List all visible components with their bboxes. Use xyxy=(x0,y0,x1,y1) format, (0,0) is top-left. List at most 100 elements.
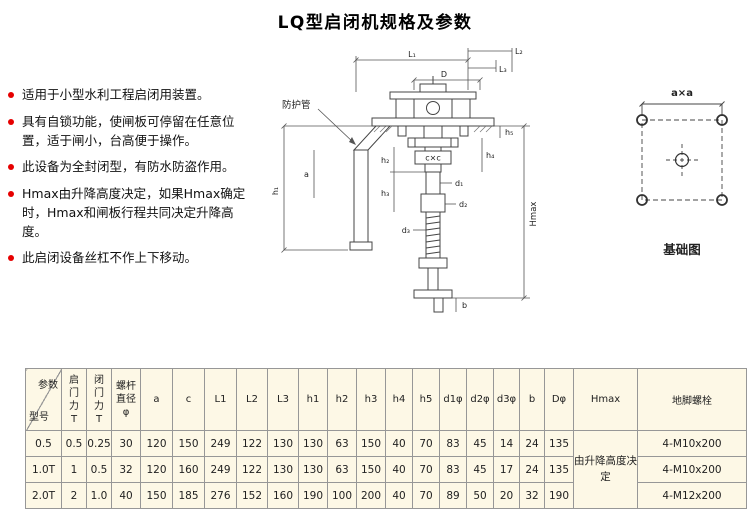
model-cell: 1.0T xyxy=(25,456,62,483)
table-cell: 190 xyxy=(298,482,328,509)
table-cell: 30 xyxy=(111,430,141,457)
column-header-label: h5 xyxy=(419,394,433,405)
table-cell: 1.0 xyxy=(86,482,112,509)
column-header-label: L1 xyxy=(214,394,227,405)
column-header: L2 xyxy=(236,368,268,431)
model-cell: 0.5 xyxy=(25,430,62,457)
column-header: h5 xyxy=(412,368,440,431)
dim-label-d2: d₂ xyxy=(459,200,467,209)
table-cell: 17 xyxy=(493,456,520,483)
anchor-cell: 4-M10x200 xyxy=(637,430,747,457)
column-header: a xyxy=(140,368,173,431)
table-cell: 160 xyxy=(172,456,205,483)
column-header-label: Hmax xyxy=(590,394,621,405)
table-cell: 249 xyxy=(204,430,237,457)
table-cell: 160 xyxy=(267,482,299,509)
column-header: L3 xyxy=(267,368,299,431)
hoist-technical-drawing: L₁ L₂ L₃ D 防护管 h₁ a h₂ h₃ h₄ h₅ c×c d₁ d… xyxy=(271,47,539,313)
column-header: h1 xyxy=(298,368,328,431)
table-cell: 32 xyxy=(111,456,141,483)
table-cell: 122 xyxy=(236,430,268,457)
column-header-label: d3φ xyxy=(496,394,517,405)
model-cell: 2.0T xyxy=(25,482,62,509)
dim-label-d3: d₃ xyxy=(402,226,410,235)
table-cell: 2 xyxy=(61,482,87,509)
foundation-diagram: a×a 基础图 xyxy=(636,88,728,257)
dim-label-h3: h₃ xyxy=(381,189,389,198)
table-cell: 0.5 xyxy=(61,430,87,457)
foundation-caption: 基础图 xyxy=(662,242,701,257)
bolt-pattern-label: c×c xyxy=(425,154,441,163)
column-header-label: L2 xyxy=(246,394,258,405)
table-cell: 70 xyxy=(412,482,440,509)
column-header: 启门力T xyxy=(61,368,87,431)
table-cell: 89 xyxy=(439,482,467,509)
feature-item: Hmax由升降高度决定，如果Hmax确定时，Hmax和闸板行程共同决定升降高度。 xyxy=(8,185,248,241)
table-cell: 190 xyxy=(544,482,574,509)
column-header-label: 闭门力T xyxy=(94,374,104,425)
table-cell: 120 xyxy=(140,430,173,457)
table-cell: 150 xyxy=(140,482,173,509)
column-header-label: 启门力T xyxy=(69,374,79,425)
table-cell: 150 xyxy=(356,456,386,483)
column-header: L1 xyxy=(204,368,237,431)
page-title: LQ型启闭机规格及参数 xyxy=(277,13,473,33)
table-cell: 40 xyxy=(385,430,413,457)
table-cell: 150 xyxy=(172,430,205,457)
table-cell: 130 xyxy=(267,430,299,457)
column-header: c xyxy=(172,368,205,431)
bullet-icon xyxy=(8,92,14,98)
table-cell: 45 xyxy=(466,430,494,457)
protective-pipe-label: 防护管 xyxy=(282,99,311,111)
table-cell: 50 xyxy=(466,482,494,509)
feature-text: 适用于小型水利工程启闭用装置。 xyxy=(22,87,210,102)
column-header: Hmax xyxy=(573,368,638,431)
table-cell: 130 xyxy=(298,456,328,483)
feature-item: 具有自锁功能，使闸板可停留在任意位置，适于闸小，台高便于操作。 xyxy=(8,113,248,151)
feature-text: 具有自锁功能，使闸板可停留在任意位置，适于闸小，台高便于操作。 xyxy=(22,113,235,148)
feature-text: 此启闭设备丝杠不作上下移动。 xyxy=(22,250,198,266)
column-header: 螺杆直径φ xyxy=(111,368,141,431)
column-header-label: h4 xyxy=(392,394,406,405)
dim-label-d1: d₁ xyxy=(455,179,463,188)
bullet-icon xyxy=(8,255,14,262)
bullet-icon xyxy=(8,118,14,125)
corner-cell: 参数 型号 xyxy=(25,368,62,431)
column-header-label: c xyxy=(185,394,192,405)
column-header: 地脚螺栓 xyxy=(637,368,747,431)
foundation-dim-label: a×a xyxy=(671,88,693,99)
dim-label-a: a xyxy=(304,170,309,179)
column-header-label: L3 xyxy=(277,394,289,405)
table-cell: 83 xyxy=(439,456,467,483)
column-header: d2φ xyxy=(466,368,494,431)
dim-label-hmax: Hmax xyxy=(529,202,539,227)
dim-label-h4: h₄ xyxy=(486,151,494,160)
table-cell: 63 xyxy=(327,456,357,483)
feature-list: 适用于小型水利工程启闭用装置。具有自锁功能，使闸板可停留在任意位置，适于闸小，台… xyxy=(8,86,248,276)
table-cell: 0.5 xyxy=(86,456,112,483)
table-cell: 20 xyxy=(493,482,520,509)
table-cell: 150 xyxy=(356,430,386,457)
table-cell: 24 xyxy=(519,430,545,457)
column-header-label: b xyxy=(528,394,536,405)
table-cell: 122 xyxy=(236,456,268,483)
table-cell: 152 xyxy=(236,482,268,509)
dim-label-d: D xyxy=(441,70,447,79)
column-header: h3 xyxy=(356,368,386,431)
table-cell: 40 xyxy=(385,456,413,483)
column-header-label: h1 xyxy=(306,394,320,405)
column-header: h4 xyxy=(385,368,413,431)
column-header-label: a xyxy=(153,394,160,405)
dim-label-l1: L₁ xyxy=(408,50,416,59)
table-cell: 40 xyxy=(385,482,413,509)
bullet-icon xyxy=(8,164,14,171)
feature-item: 此设备为全封闭型，有防水防盗作用。 xyxy=(8,158,248,177)
column-header: 闭门力T xyxy=(86,368,112,431)
table-cell: 200 xyxy=(356,482,386,509)
table-cell: 70 xyxy=(412,430,440,457)
